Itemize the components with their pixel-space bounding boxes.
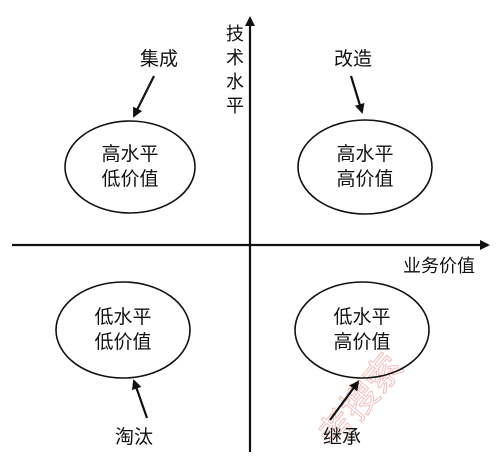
strategy-arrow-top-left <box>133 75 155 118</box>
quadrant-bottom-left: 低水平 低价值 淘汰 <box>55 281 191 448</box>
quadrant-top-right-line1: 高水平 <box>336 143 393 165</box>
quadrant-bottom-left-ellipse <box>55 281 191 379</box>
quadrant-top-right-ellipse <box>297 119 433 215</box>
strategy-arrow-bottom-left <box>131 379 149 419</box>
quadrant-bottom-right-line1: 低水平 <box>333 306 390 328</box>
quadrant-bottom-right: 低水平 高价值 继承 <box>294 281 430 448</box>
strategy-label-top-left: 集成 <box>140 48 178 70</box>
y-axis-label-char-4: 平 <box>226 96 244 117</box>
quadrant-top-right-line2: 高价值 <box>336 168 393 190</box>
quadrant-bottom-right-ellipse <box>294 281 430 379</box>
strategy-label-bottom-right: 继承 <box>323 426 361 448</box>
y-axis-label: 技 术 水 平 <box>226 24 244 117</box>
quadrant-bottom-left-line2: 低价值 <box>94 331 151 353</box>
quadrant-top-left-line2: 低价值 <box>101 168 158 190</box>
quadrant-top-left: 高水平 低价值 集成 <box>64 48 196 214</box>
x-axis-label: 业务价值 <box>403 256 475 277</box>
strategy-label-top-right: 改造 <box>334 48 372 70</box>
quadrant-top-right: 高水平 高价值 改造 <box>297 48 433 215</box>
y-axis-label-char-3: 水 <box>226 72 244 93</box>
quadrant-bottom-right-line2: 高价值 <box>333 331 390 353</box>
strategy-label-bottom-left: 淘汰 <box>115 426 153 448</box>
quadrant-top-left-ellipse <box>64 120 196 214</box>
quadrant-top-left-line1: 高水平 <box>101 143 158 165</box>
strategy-arrow-bottom-right <box>329 380 360 421</box>
strategy-arrow-top-right <box>349 75 365 114</box>
y-axis-label-char-2: 术 <box>226 48 244 69</box>
quadrant-bottom-left-line1: 低水平 <box>94 306 151 328</box>
y-axis-label-char-1: 技 <box>226 24 244 45</box>
